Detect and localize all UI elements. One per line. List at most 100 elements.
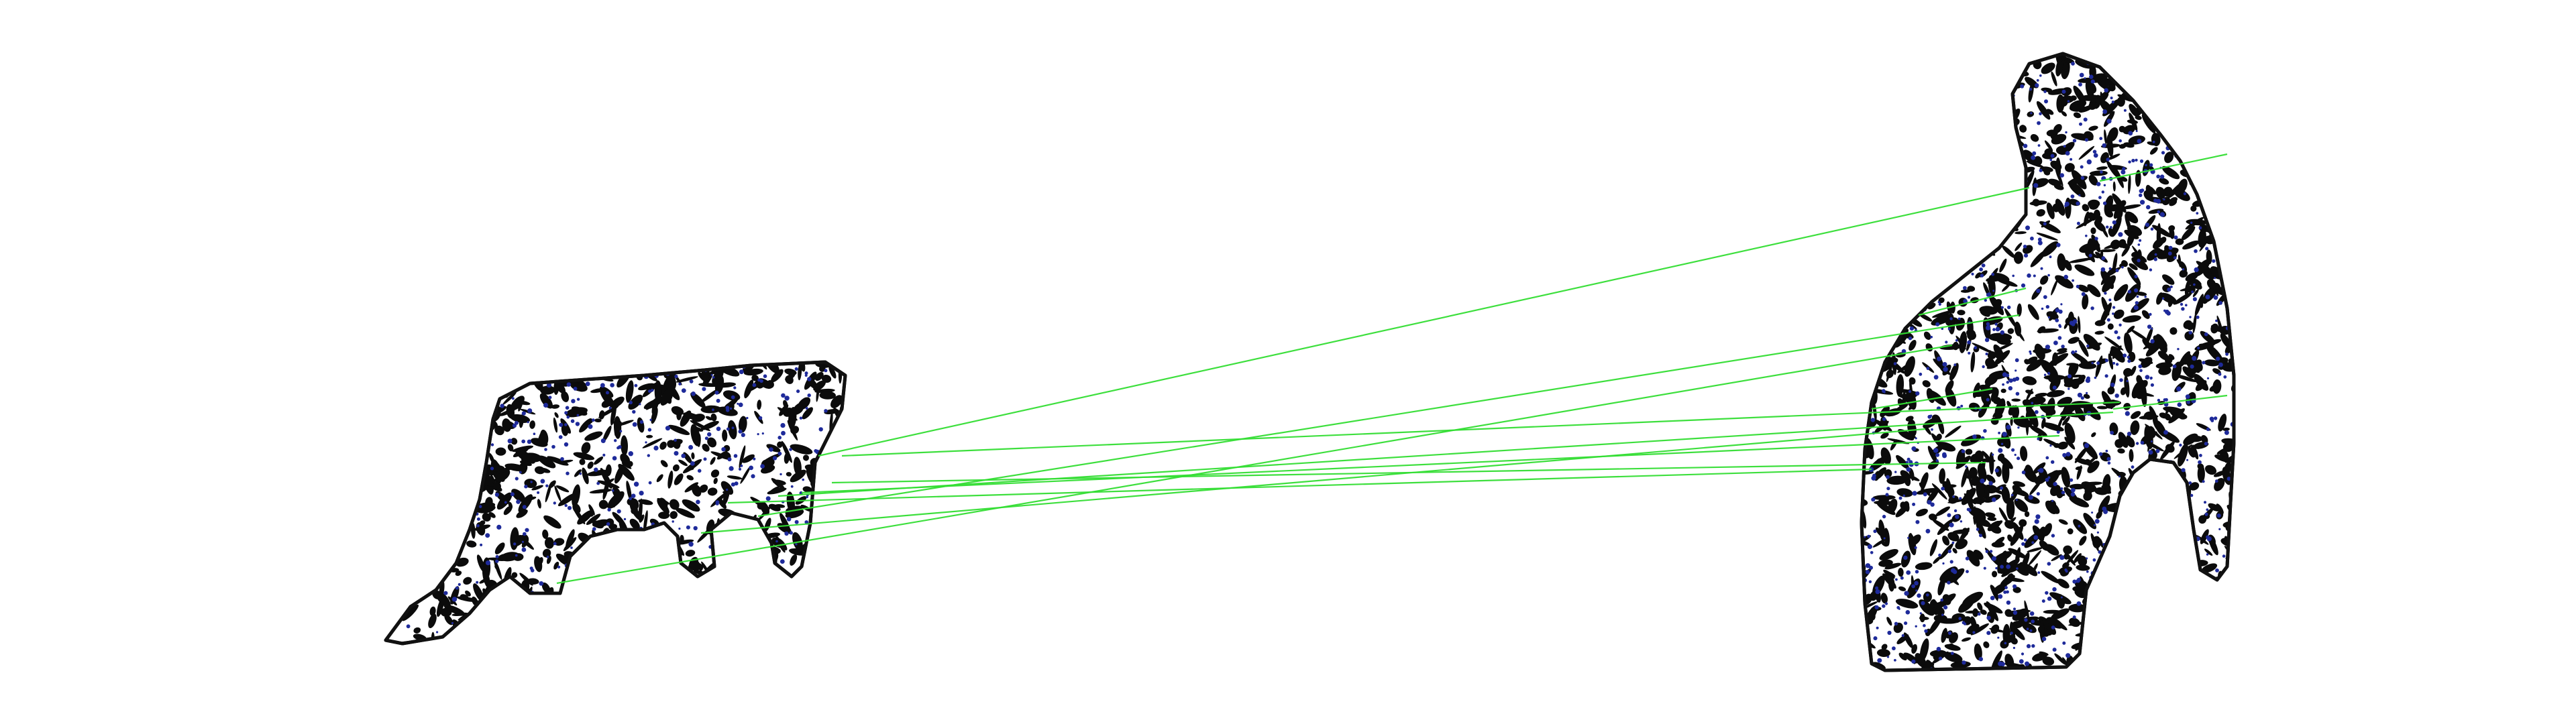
- texture-mark: [386, 457, 392, 468]
- keypoint-dot: [437, 498, 439, 501]
- keypoint-dot: [1933, 375, 1939, 380]
- keypoint-dot: [2209, 61, 2214, 66]
- texture-mark: [2130, 485, 2147, 493]
- texture-mark: [1921, 59, 1933, 73]
- texture-mark: [2185, 654, 2200, 669]
- texture-mark: [1986, 276, 2005, 282]
- texture-mark: [1920, 56, 1929, 64]
- keypoint-dot: [2076, 54, 2081, 56]
- texture-mark: [602, 425, 612, 442]
- texture-mark: [1883, 173, 1896, 183]
- keypoint-dot: [2167, 251, 2172, 256]
- texture-mark: [732, 564, 737, 570]
- texture-mark: [447, 403, 457, 418]
- texture-mark: [431, 465, 437, 489]
- keypoint-dot: [2006, 54, 2011, 60]
- texture-mark: [1862, 385, 1869, 395]
- texture-mark: [386, 465, 394, 473]
- texture-mark: [2079, 536, 2087, 546]
- texture-mark: [2204, 465, 2217, 475]
- keypoint-dot: [804, 374, 808, 377]
- keypoint-dot: [826, 575, 830, 580]
- keypoint-dot: [2233, 105, 2234, 109]
- keypoint-dot: [408, 408, 412, 412]
- keypoint-dot: [1925, 221, 1927, 224]
- texture-mark: [466, 540, 477, 548]
- texture-mark: [594, 418, 602, 423]
- keypoint-dot: [2189, 316, 2192, 318]
- texture-mark: [2172, 523, 2180, 530]
- texture-mark: [453, 380, 461, 390]
- keypoint-dot: [635, 550, 637, 554]
- keypoint-dot: [476, 524, 480, 528]
- texture-mark: [2131, 251, 2138, 257]
- keypoint-dot: [623, 615, 625, 617]
- texture-mark: [2171, 54, 2184, 60]
- keypoint-dot: [564, 423, 568, 426]
- texture-mark: [629, 518, 640, 530]
- texture-mark: [1941, 231, 1949, 238]
- keypoint-dot: [1919, 372, 1923, 376]
- keypoint-dot: [2085, 378, 2090, 383]
- keypoint-dot: [2017, 426, 2020, 429]
- keypoint-dot: [1930, 335, 1933, 339]
- keypoint-dot: [726, 427, 730, 431]
- texture-mark: [1894, 212, 1902, 233]
- texture-mark: [2091, 234, 2101, 253]
- keypoint-dot: [1871, 497, 1876, 502]
- texture-mark: [722, 490, 729, 494]
- keypoint-dot: [451, 524, 455, 528]
- keypoint-dot: [580, 596, 583, 599]
- keypoint-dot: [2065, 452, 2071, 457]
- texture-mark: [621, 635, 633, 644]
- keypoint-dot: [2229, 156, 2232, 159]
- keypoint-dot: [2076, 579, 2080, 583]
- keypoint-dot: [2220, 647, 2222, 650]
- texture-mark: [1874, 303, 1880, 313]
- texture-mark: [1913, 81, 1927, 88]
- left-shape-border: [384, 360, 847, 646]
- texture-mark: [844, 608, 855, 625]
- keypoint-dot: [1967, 149, 1971, 153]
- keypoint-dot: [2123, 353, 2127, 358]
- keypoint-dot: [758, 416, 763, 420]
- texture-mark: [728, 420, 737, 440]
- texture-mark: [2117, 448, 2125, 454]
- keypoint-dot: [522, 505, 527, 509]
- texture-mark: [598, 588, 607, 599]
- texture-mark: [1979, 208, 1993, 226]
- texture-mark: [488, 452, 495, 465]
- keypoint-dot: [745, 559, 751, 565]
- keypoint-dot: [2115, 659, 2118, 662]
- keypoint-dot: [1984, 161, 1988, 165]
- texture-mark: [2122, 56, 2135, 65]
- keypoint-dot: [400, 512, 405, 517]
- keypoint-dot: [2148, 103, 2151, 107]
- texture-mark: [2066, 550, 2079, 564]
- texture-mark: [1983, 641, 1990, 648]
- texture-mark: [2174, 549, 2186, 566]
- keypoint-dot: [2159, 212, 2165, 217]
- keypoint-dot: [2000, 330, 2004, 335]
- keypoint-dot: [2028, 495, 2033, 500]
- texture-mark: [2175, 68, 2197, 74]
- texture-mark: [2165, 444, 2175, 453]
- keypoint-dot: [849, 550, 851, 553]
- texture-mark: [2158, 480, 2170, 495]
- texture-mark: [2118, 432, 2129, 448]
- texture-mark: [584, 420, 593, 426]
- texture-mark: [2102, 575, 2110, 587]
- keypoint-dot: [2134, 288, 2139, 293]
- texture-mark: [1881, 321, 1890, 330]
- keypoint-dot: [795, 543, 798, 546]
- texture-mark: [814, 577, 820, 585]
- texture-mark: [2164, 152, 2174, 164]
- keypoint-dot: [2202, 652, 2206, 656]
- keypoint-dot: [1896, 225, 1900, 229]
- texture-mark: [1977, 147, 1984, 156]
- keypoint-dot: [1886, 475, 1890, 479]
- texture-mark: [2158, 531, 2179, 539]
- keypoint-dot: [2114, 330, 2118, 335]
- texture-mark: [454, 391, 470, 408]
- keypoint-dot: [1890, 139, 1892, 143]
